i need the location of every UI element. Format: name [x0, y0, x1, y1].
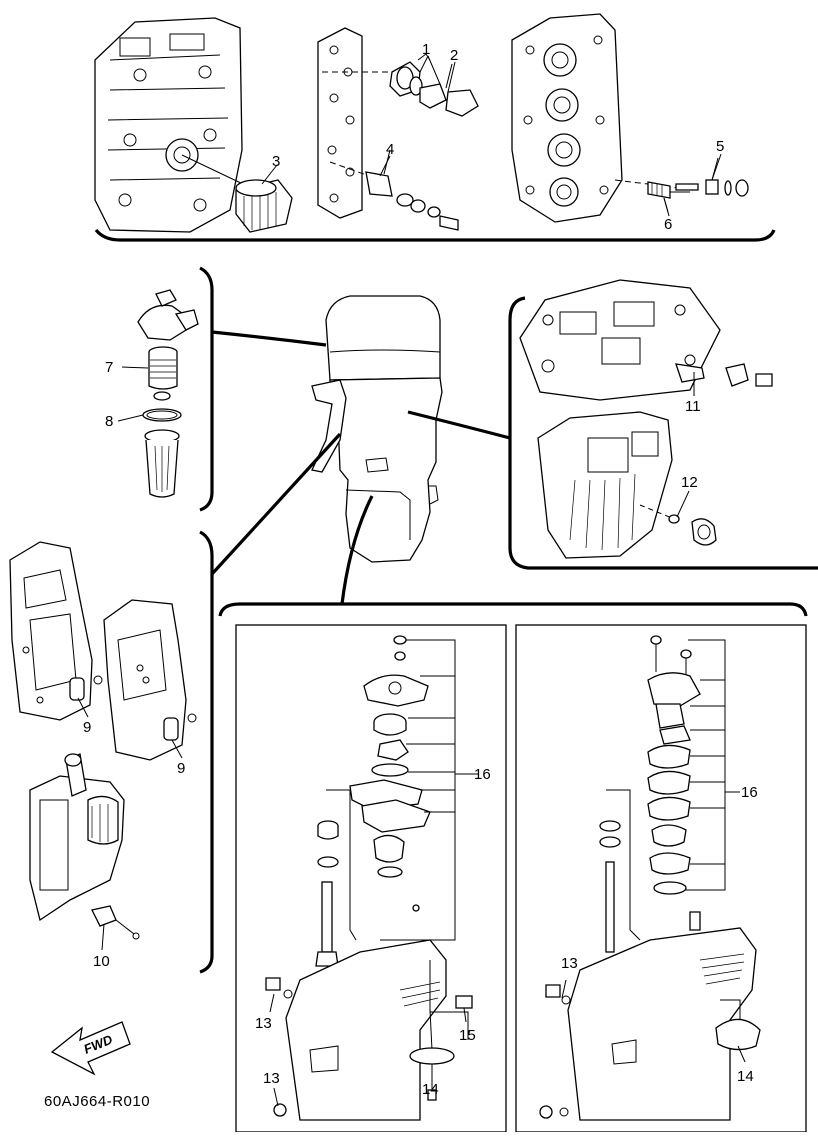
outboard-engine-outline — [311, 295, 443, 563]
callout-4: 4 — [386, 141, 394, 158]
callout-16-a: 16 — [474, 766, 491, 783]
callout-5: 5 — [716, 138, 724, 155]
callout-14-a: 14 — [422, 1081, 439, 1098]
cylinder-head-drawing — [511, 13, 623, 223]
right-panel-bottom-cowling — [407, 279, 818, 570]
callout-14-b: 14 — [737, 1068, 754, 1085]
callout-8: 8 — [105, 413, 113, 430]
lower-case-drawing — [537, 411, 717, 559]
left-panel-fuel-filter — [137, 266, 327, 512]
callout-3: 3 — [272, 153, 280, 170]
callout-10: 10 — [93, 953, 110, 970]
clamp-bracket-left — [9, 541, 103, 721]
oil-filter — [235, 179, 293, 233]
callout-2: 2 — [450, 47, 458, 64]
lower-unit-b-drawing — [539, 635, 761, 1121]
callout-15: 15 — [459, 1027, 476, 1044]
callout-12: 12 — [681, 474, 698, 491]
sensor-parts — [614, 157, 749, 213]
callout-1: 1 — [422, 41, 430, 58]
callout-leaders — [77, 55, 746, 1107]
callout-13-b: 13 — [561, 955, 578, 972]
exhaust-cover-drawing — [317, 27, 395, 219]
fwd-arrow-icon: FWD — [50, 1021, 131, 1076]
callout-6: 6 — [664, 216, 672, 233]
callout-13-a: 13 — [255, 1015, 272, 1032]
callout-11: 11 — [685, 398, 701, 415]
trim-tilt-unit-drawing — [29, 753, 140, 940]
crankcase-drawing — [94, 17, 246, 233]
left-lower-panel-bracket — [9, 432, 342, 974]
top-panel-powerhead — [94, 13, 776, 242]
drawing-code: 60AJ664-R010 — [44, 1093, 150, 1110]
callout-7: 7 — [105, 359, 113, 376]
lower-unit-a-drawing — [265, 635, 473, 1121]
bottom-panel-lower-unit: FWD 60AJ664-R010 — [44, 495, 808, 1133]
thermostat-parts — [389, 53, 479, 117]
bottom-cowling-drawing — [519, 279, 773, 401]
callout-numbers: 1 2 3 4 5 6 7 8 9 9 10 11 12 13 13 13 14… — [83, 41, 758, 1098]
callout-13-c: 13 — [263, 1070, 280, 1087]
fuel-filter-drawing — [137, 289, 199, 498]
callout-9-left: 9 — [83, 719, 91, 736]
clamp-bracket-right — [103, 599, 197, 761]
callout-9-right: 9 — [177, 760, 185, 777]
callout-16-b: 16 — [741, 784, 758, 801]
